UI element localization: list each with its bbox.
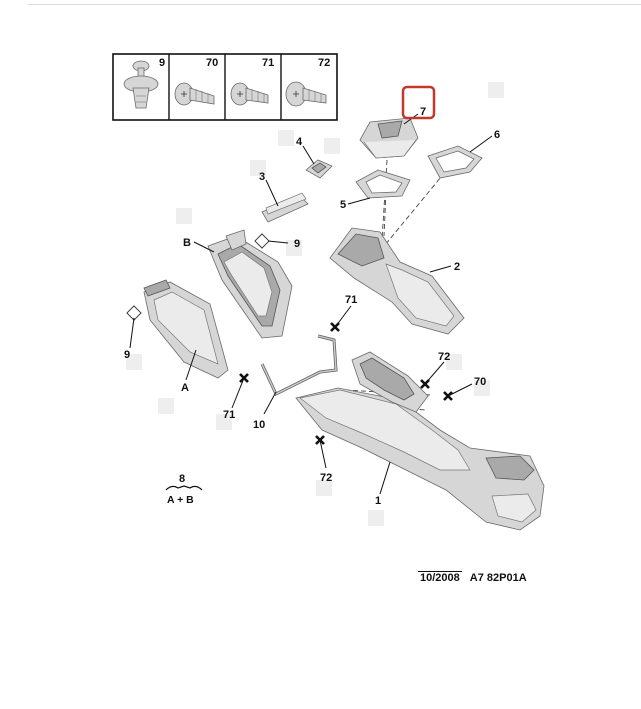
small-clip-part (305, 159, 333, 179)
callout-1: 1 (375, 495, 381, 507)
group-label: 8 A + B (165, 473, 203, 506)
ghost-markers (126, 82, 504, 526)
callout-3: 3 (259, 171, 265, 183)
group-ref-8: 8 (179, 473, 185, 485)
fastener-table: 9 70 71 72 (112, 53, 338, 121)
callout-5: 5 (340, 199, 346, 211)
screw-70-icon (174, 82, 215, 106)
callout-6: 6 (494, 129, 500, 141)
gaiter-frame-part (427, 145, 483, 179)
callout-72-upper: 72 (438, 351, 450, 363)
footer-date: 10/2008 (418, 571, 462, 584)
clip-fastener-icon (123, 60, 159, 109)
callout-2: 2 (454, 261, 460, 273)
leader-lines (129, 113, 493, 495)
callout-7: 7 (420, 106, 426, 118)
fastener-ref-9: 9 (159, 57, 165, 69)
main-console-part (295, 351, 545, 531)
top-rule (28, 4, 641, 5)
cover-part (261, 192, 309, 223)
callout-71-lower: 71 (223, 409, 235, 421)
fastener-ref-72: 72 (318, 57, 330, 69)
callout-71-upper: 71 (345, 294, 357, 306)
screw-71-icon (230, 82, 269, 106)
fastener-ref-70: 70 (206, 57, 218, 69)
drawing-footer: 10/2008 A7 82P01A (418, 570, 527, 584)
callout-10: 10 (253, 419, 265, 431)
upper-trim-part (329, 227, 465, 335)
callout-9-upper: 9 (294, 238, 300, 250)
fastener-ref-71: 71 (262, 57, 274, 69)
callout-a: A (181, 382, 189, 394)
callout-70: 70 (474, 376, 486, 388)
side-panel-b-part (207, 229, 293, 339)
callout-72-lower: 72 (320, 472, 332, 484)
highlight-box (401, 85, 436, 120)
callout-b: B (183, 237, 191, 249)
screw-72-icon (285, 81, 327, 107)
side-panel-a-part (143, 279, 229, 379)
callout-9-lower: 9 (124, 349, 130, 361)
callout-4: 4 (296, 136, 303, 148)
clip-markers (126, 233, 270, 321)
callouts: 7 6 4 3 5 B 9 2 71 9 A 72 70 71 10 72 1 (124, 106, 500, 507)
brace-icon (165, 485, 203, 491)
gear-gaiter-part (359, 117, 419, 159)
bracket-rod-part (260, 334, 338, 397)
trim-frame-part (355, 169, 411, 199)
group-text: A + B (167, 494, 194, 506)
footer-code: A7 82P01A (469, 572, 527, 584)
